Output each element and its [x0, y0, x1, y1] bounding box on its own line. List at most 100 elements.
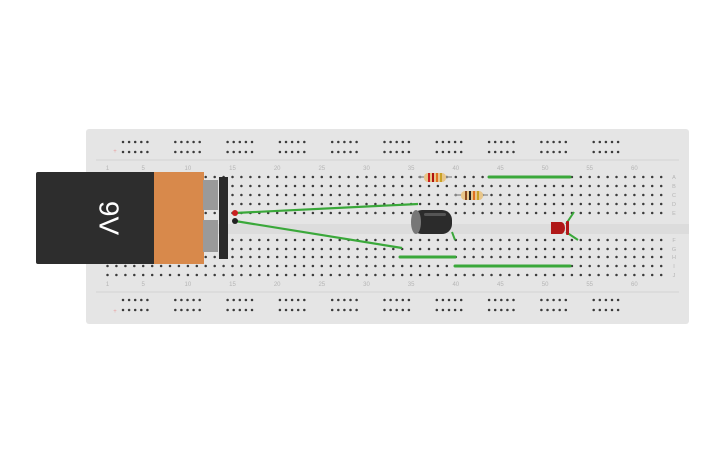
hole[interactable]: [275, 202, 279, 206]
hole[interactable]: [409, 184, 413, 188]
hole[interactable]: [588, 255, 591, 259]
hole[interactable]: [427, 238, 431, 242]
hole[interactable]: [650, 175, 654, 179]
hole[interactable]: [481, 184, 484, 188]
hole[interactable]: [597, 202, 600, 206]
hole[interactable]: [383, 238, 386, 242]
rail-hole[interactable]: [459, 140, 463, 144]
rail-hole[interactable]: [232, 150, 235, 154]
jumper-wires[interactable]: [398, 175, 572, 268]
hole[interactable]: [240, 202, 243, 206]
hole[interactable]: [499, 247, 502, 251]
hole[interactable]: [338, 247, 341, 251]
rail-hole[interactable]: [447, 140, 451, 144]
hole[interactable]: [150, 264, 154, 268]
hole[interactable]: [481, 247, 484, 251]
rail-hole[interactable]: [192, 308, 195, 312]
hole[interactable]: [624, 202, 627, 206]
hole[interactable]: [266, 184, 270, 188]
hole[interactable]: [463, 247, 466, 251]
hole[interactable]: [508, 193, 511, 197]
rail-hole[interactable]: [127, 298, 131, 302]
rail-hole[interactable]: [250, 298, 254, 302]
hole[interactable]: [579, 202, 583, 206]
rail-hole[interactable]: [435, 150, 439, 154]
rail-hole[interactable]: [250, 308, 254, 312]
hole[interactable]: [650, 238, 654, 242]
rail-hole[interactable]: [174, 308, 177, 312]
hole[interactable]: [204, 264, 207, 268]
hole[interactable]: [275, 193, 279, 197]
hole[interactable]: [624, 273, 627, 277]
hole[interactable]: [409, 273, 413, 277]
rail-hole[interactable]: [146, 308, 149, 312]
rail-hole[interactable]: [558, 150, 561, 154]
hole[interactable]: [302, 273, 306, 277]
rail-hole[interactable]: [389, 298, 392, 302]
hole[interactable]: [400, 211, 404, 215]
rail-hole[interactable]: [493, 140, 497, 144]
hole[interactable]: [124, 264, 127, 268]
rail-hole[interactable]: [441, 150, 445, 154]
hole[interactable]: [445, 202, 449, 206]
rail-hole[interactable]: [278, 140, 282, 144]
rail-hole[interactable]: [330, 140, 334, 144]
hole[interactable]: [374, 184, 377, 188]
rail-hole[interactable]: [284, 140, 288, 144]
rail-hole[interactable]: [355, 298, 358, 302]
rail-hole[interactable]: [487, 308, 491, 312]
rail-hole[interactable]: [284, 308, 288, 312]
rail-hole[interactable]: [198, 298, 201, 302]
hole[interactable]: [159, 273, 163, 277]
hole[interactable]: [115, 264, 118, 268]
rail-hole[interactable]: [512, 298, 515, 302]
hole[interactable]: [266, 247, 270, 251]
hole[interactable]: [633, 273, 636, 277]
hole[interactable]: [222, 273, 225, 277]
hole[interactable]: [338, 264, 341, 268]
rail-hole[interactable]: [174, 150, 177, 154]
hole[interactable]: [168, 273, 172, 277]
hole[interactable]: [418, 193, 422, 197]
hole[interactable]: [454, 273, 458, 277]
hole[interactable]: [579, 211, 583, 215]
hole[interactable]: [284, 193, 288, 197]
rail-hole[interactable]: [395, 308, 398, 312]
hole[interactable]: [177, 264, 181, 268]
hole[interactable]: [624, 184, 627, 188]
rail-hole[interactable]: [290, 298, 294, 302]
hole[interactable]: [365, 175, 368, 179]
rail-hole[interactable]: [604, 308, 608, 312]
hole[interactable]: [338, 211, 341, 215]
hole[interactable]: [365, 238, 368, 242]
rail-hole[interactable]: [226, 298, 229, 302]
hole[interactable]: [213, 211, 216, 215]
hole[interactable]: [525, 255, 529, 259]
hole[interactable]: [356, 193, 359, 197]
hole[interactable]: [213, 273, 216, 277]
hole[interactable]: [508, 202, 511, 206]
rail-hole[interactable]: [355, 140, 358, 144]
hole[interactable]: [597, 255, 600, 259]
hole[interactable]: [240, 255, 243, 259]
rail-hole[interactable]: [546, 308, 549, 312]
hole[interactable]: [418, 202, 422, 206]
hole[interactable]: [374, 211, 377, 215]
hole[interactable]: [543, 255, 547, 259]
hole[interactable]: [159, 264, 163, 268]
rail-hole[interactable]: [604, 298, 608, 302]
hole[interactable]: [329, 202, 333, 206]
rail-hole[interactable]: [121, 150, 125, 154]
hole[interactable]: [293, 264, 297, 268]
hole[interactable]: [392, 184, 395, 188]
hole[interactable]: [659, 175, 663, 179]
rail-hole[interactable]: [453, 308, 457, 312]
hole[interactable]: [436, 202, 440, 206]
hole[interactable]: [133, 264, 136, 268]
hole[interactable]: [499, 184, 502, 188]
hole[interactable]: [266, 202, 270, 206]
hole[interactable]: [284, 175, 288, 179]
hole[interactable]: [418, 247, 422, 251]
hole[interactable]: [302, 184, 306, 188]
rail-hole[interactable]: [330, 150, 334, 154]
